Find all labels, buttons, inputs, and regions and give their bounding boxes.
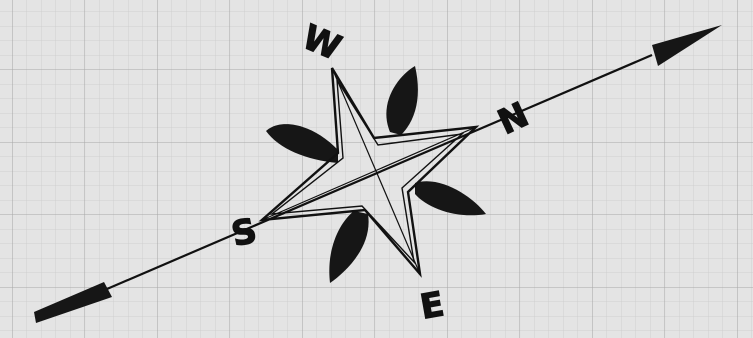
compass-rose-svg: W N E S: [0, 0, 753, 338]
compass-rose-drawing: W N E S: [0, 0, 753, 338]
